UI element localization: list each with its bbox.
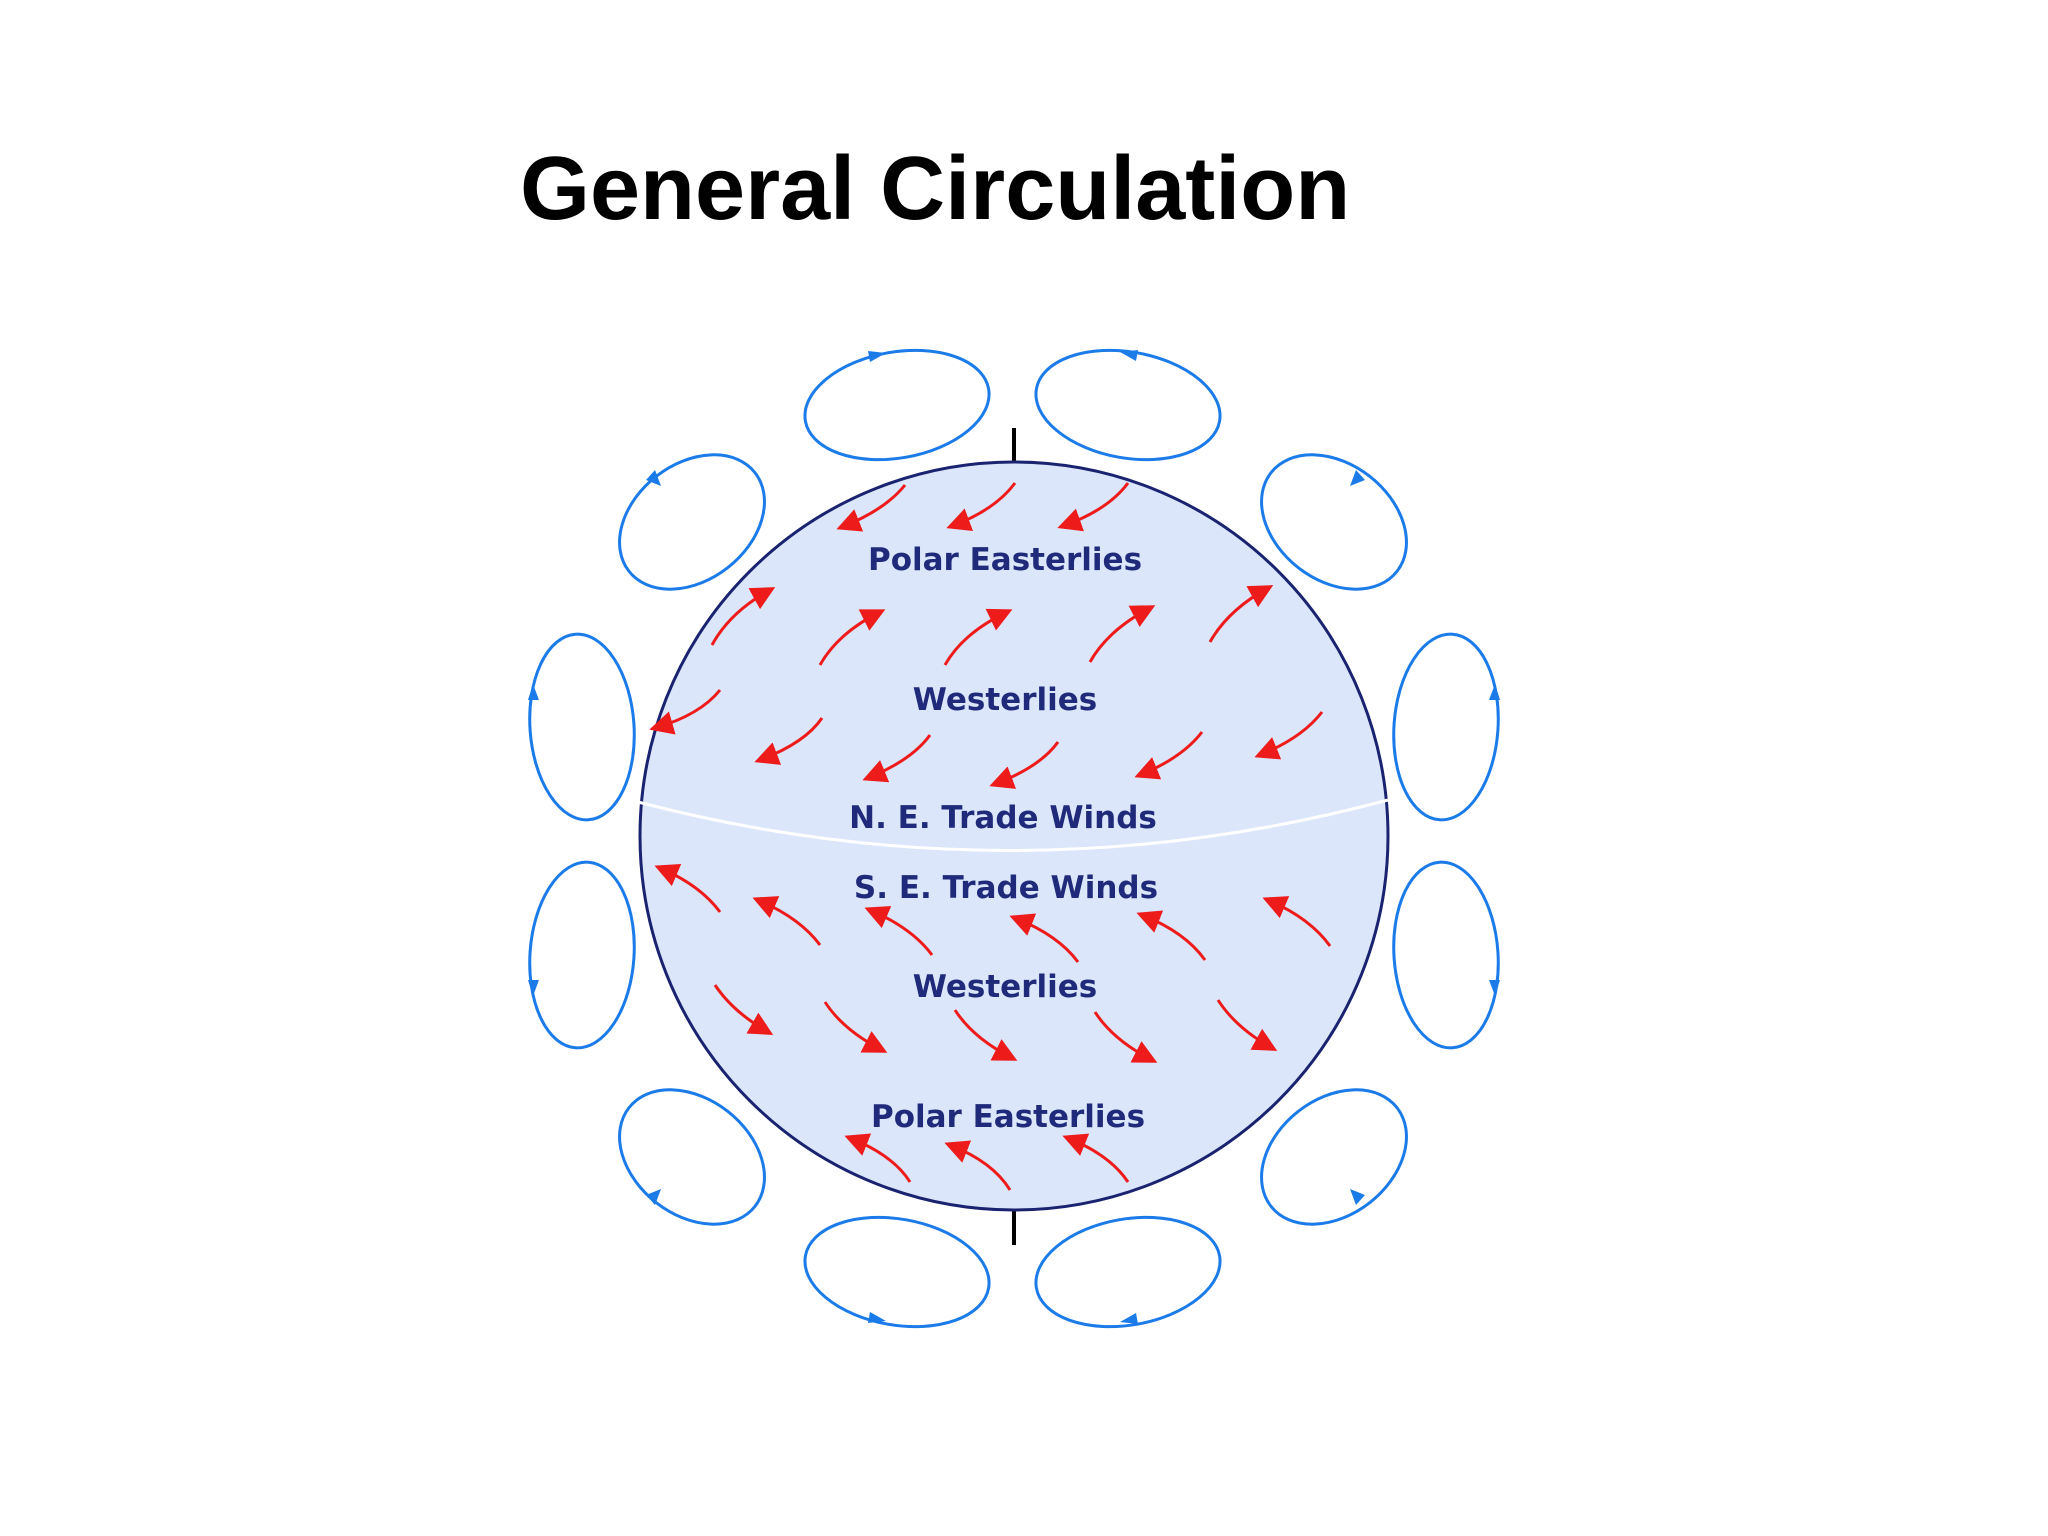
cell-arrowhead xyxy=(646,1189,661,1205)
wind-arrow xyxy=(1093,1011,1158,1063)
wind-arrow xyxy=(1088,605,1156,663)
circulation-cell xyxy=(803,348,991,462)
label-ne-trade-winds: N. E. Trade Winds xyxy=(849,800,1157,836)
label-north-westerlies: Westerlies xyxy=(913,682,1097,718)
wind-arrow xyxy=(1136,910,1207,961)
wind-arrow xyxy=(862,734,932,783)
wind-arrow xyxy=(818,609,886,666)
circulation-arrowheads xyxy=(528,350,1500,1324)
wind-arrow xyxy=(836,484,907,532)
wind-arrow xyxy=(989,741,1060,789)
wind-arrow xyxy=(1208,585,1274,643)
circulation-cell xyxy=(1260,1088,1408,1226)
label-south-westerlies: Westerlies xyxy=(913,969,1097,1005)
circulation-cell xyxy=(803,1215,991,1329)
label-north-polar-easterlies: Polar Easterlies xyxy=(868,542,1142,578)
wind-arrow xyxy=(713,984,774,1035)
surface-winds xyxy=(649,482,1332,1191)
slide-title: General Circulation xyxy=(520,139,1351,239)
cell-arrowhead xyxy=(868,1312,886,1323)
wind-arrow xyxy=(654,864,722,913)
wind-arrow xyxy=(943,608,1013,666)
wind-arrow xyxy=(1009,913,1080,963)
wind-arrow xyxy=(1057,482,1130,532)
cell-arrowhead xyxy=(528,684,539,700)
wind-arrow xyxy=(1262,896,1332,947)
cell-arrowhead xyxy=(1350,1189,1365,1205)
wind-arrow xyxy=(649,689,722,735)
circulation-cell xyxy=(1034,348,1222,462)
circulation-cell xyxy=(528,860,636,1050)
circulation-cell xyxy=(1034,1215,1222,1329)
circulation-cell xyxy=(618,1088,766,1226)
wind-arrow xyxy=(754,717,824,765)
label-se-trade-winds: S. E. Trade Winds xyxy=(854,870,1158,906)
equator-line xyxy=(637,798,1389,852)
cell-arrowhead xyxy=(1489,684,1500,700)
circulation-cell xyxy=(528,632,636,822)
wind-arrow xyxy=(946,482,1017,531)
globe xyxy=(638,460,1390,1212)
cell-arrowhead xyxy=(1120,1313,1138,1324)
wind-arrow xyxy=(1254,711,1324,760)
wind-arrow xyxy=(1216,999,1278,1051)
cell-arrowhead xyxy=(1350,470,1365,486)
circulation-cell xyxy=(1260,453,1408,591)
circulation-cell xyxy=(1392,860,1500,1050)
wind-arrow xyxy=(844,1133,912,1183)
wind-arrow xyxy=(1134,731,1204,780)
wind-arrow xyxy=(944,1140,1012,1191)
circulation-cell xyxy=(1392,632,1500,822)
wind-arrow xyxy=(953,1009,1018,1061)
cell-arrowhead xyxy=(1489,980,1500,996)
wind-arrow xyxy=(864,906,934,956)
label-south-polar-easterlies: Polar Easterlies xyxy=(871,1099,1145,1135)
cell-arrowhead xyxy=(646,470,661,486)
wind-arrow xyxy=(752,896,822,946)
wind-arrow xyxy=(710,587,776,646)
cell-arrowhead xyxy=(528,980,539,996)
cell-arrowhead xyxy=(868,351,886,362)
cell-arrowhead xyxy=(1120,350,1138,361)
wind-arrow xyxy=(823,1001,888,1053)
wind-arrow xyxy=(1062,1133,1130,1183)
